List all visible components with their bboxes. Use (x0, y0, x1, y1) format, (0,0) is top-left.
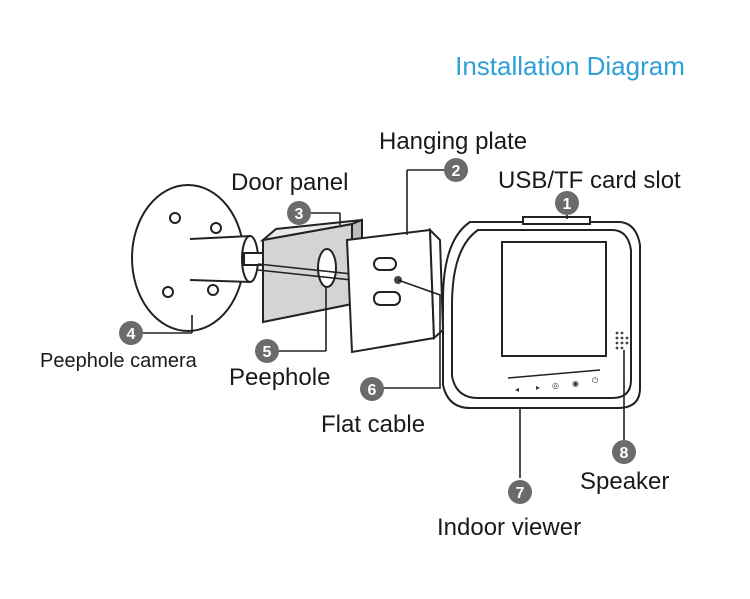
door-panel-part (259, 218, 363, 324)
badge-1: 1 (555, 191, 579, 215)
speaker-grille (615, 331, 629, 350)
badge-3: 3 (287, 201, 311, 225)
badge-2: 2 (444, 158, 468, 182)
badge-5: 5 (255, 339, 279, 363)
label-speaker: Speaker (580, 468, 669, 495)
badge-8: 8 (612, 440, 636, 464)
svg-text:2: 2 (452, 163, 461, 180)
badge-7: 7 (508, 480, 532, 504)
svg-text:7: 7 (516, 485, 525, 502)
label-hanging-plate: Hanging plate (379, 128, 527, 155)
label-door-panel: Door panel (231, 169, 348, 196)
play-button-icon: ▸ (536, 383, 540, 392)
label-peephole: Peephole (229, 364, 330, 391)
badge-4: 4 (119, 321, 143, 345)
power-button-icon: ⏻ (592, 376, 599, 385)
svg-text:8: 8 (620, 445, 629, 462)
svg-text:3: 3 (295, 206, 304, 223)
diagram-title: Installation Diagram (455, 51, 685, 81)
viewer-buttons: ◂ ▸ ◎ ◉ ⏻ (515, 376, 599, 394)
svg-text:1: 1 (563, 196, 572, 213)
label-indoor-viewer: Indoor viewer (437, 514, 581, 541)
doorbell-button-icon: ◎ (552, 381, 559, 390)
peephole-camera-part (131, 184, 267, 332)
label-peephole-camera: Peephole camera (40, 350, 198, 372)
hanging-plate-part (345, 227, 445, 354)
svg-text:6: 6 (368, 382, 377, 399)
back-button-icon: ◂ (515, 385, 519, 394)
badge-6: 6 (360, 377, 384, 401)
indoor-viewer-part: ◂ ▸ ◎ ◉ ⏻ (442, 216, 641, 409)
flat-cable (372, 279, 441, 389)
svg-text:4: 4 (127, 326, 136, 343)
svg-text:5: 5 (263, 344, 272, 361)
menu-button-icon: ◉ (572, 379, 579, 388)
label-flat-cable: Flat cable (321, 411, 425, 438)
label-usb-tf-slot: USB/TF card slot (498, 167, 681, 194)
